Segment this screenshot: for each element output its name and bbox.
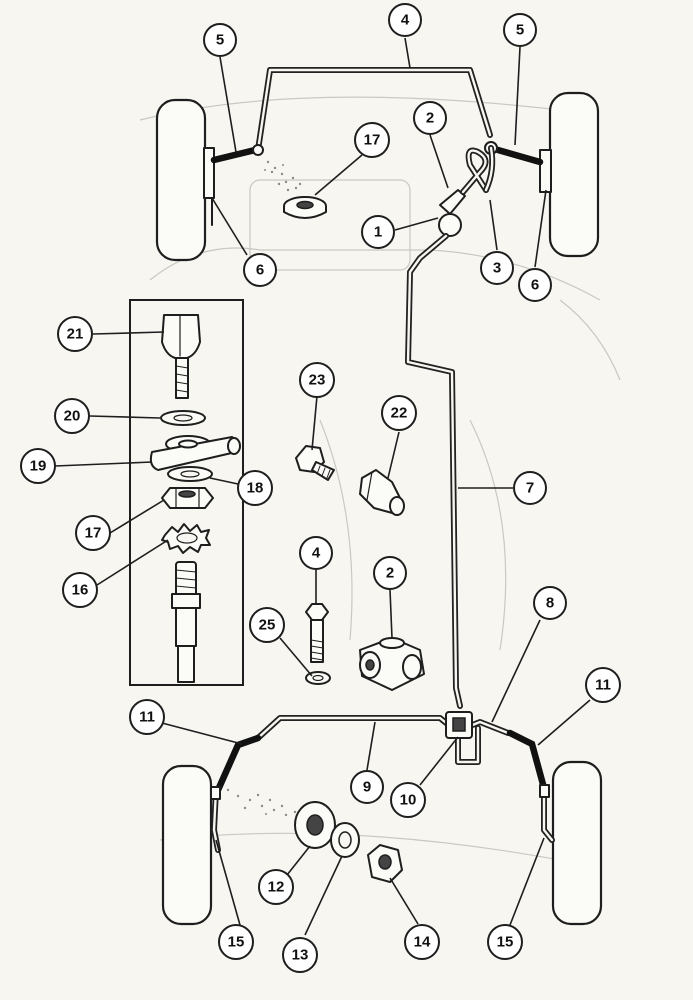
spray-rear xyxy=(226,788,297,817)
svg-text:14: 14 xyxy=(414,934,431,951)
svg-text:4: 4 xyxy=(401,12,410,29)
svg-text:3: 3 xyxy=(493,260,501,277)
svg-text:15: 15 xyxy=(228,934,245,951)
washer-13 xyxy=(330,822,360,858)
callout-5: 5 xyxy=(203,23,237,57)
part-2-four-way-union xyxy=(359,637,425,691)
callout-4: 4 xyxy=(299,536,333,570)
pressure-regulator xyxy=(445,711,473,739)
front-right-hose xyxy=(494,146,544,166)
nut-17-front xyxy=(283,196,327,219)
main-pipe xyxy=(405,233,463,709)
callout-18: 18 xyxy=(237,470,273,506)
nut-14 xyxy=(367,844,403,883)
svg-text:20: 20 xyxy=(64,408,81,425)
front-right-wheel xyxy=(539,91,600,258)
leader-lines xyxy=(54,37,591,936)
svg-text:15: 15 xyxy=(497,934,514,951)
part-23-bolt xyxy=(295,445,335,481)
svg-text:23: 23 xyxy=(309,372,326,389)
svg-text:6: 6 xyxy=(256,262,264,279)
svg-text:2: 2 xyxy=(386,565,394,582)
callout-22: 22 xyxy=(381,395,417,431)
svg-text:6: 6 xyxy=(531,277,539,294)
rear-left-wheel xyxy=(161,764,213,926)
svg-text:13: 13 xyxy=(292,947,309,964)
callout-12: 12 xyxy=(258,869,294,905)
svg-text:17: 17 xyxy=(85,525,102,542)
part-20-washer xyxy=(160,410,206,426)
callout-20: 20 xyxy=(54,398,90,434)
callout-5: 5 xyxy=(503,13,537,47)
svg-text:7: 7 xyxy=(526,480,534,497)
part-17-nut xyxy=(161,487,214,509)
callout-15: 15 xyxy=(487,924,523,960)
svg-text:11: 11 xyxy=(595,677,611,694)
callout-23: 23 xyxy=(299,362,335,398)
callout-3: 3 xyxy=(480,251,514,285)
callout-17: 17 xyxy=(75,515,111,551)
svg-text:9: 9 xyxy=(363,779,371,796)
svg-text:11: 11 xyxy=(139,709,155,726)
rear-left-hose xyxy=(214,734,262,794)
svg-text:1: 1 xyxy=(374,224,382,241)
part-16-star-washer xyxy=(161,523,211,554)
svg-text:12: 12 xyxy=(268,879,285,896)
callout-2: 2 xyxy=(413,101,447,135)
callout-1: 1 xyxy=(361,215,395,249)
part-18-washer xyxy=(167,466,213,482)
rear-right-hose xyxy=(506,729,548,792)
part-22-union-nut xyxy=(359,469,405,516)
callout-6: 6 xyxy=(243,253,277,287)
spray-front xyxy=(264,160,302,192)
svg-text:25: 25 xyxy=(259,617,276,634)
callout-15: 15 xyxy=(218,924,254,960)
callout-21: 21 xyxy=(57,316,93,352)
svg-text:21: 21 xyxy=(67,326,84,343)
front-cross-pipe xyxy=(255,67,493,153)
callout-13: 13 xyxy=(282,937,318,973)
callout-11: 11 xyxy=(585,667,621,703)
callout-8: 8 xyxy=(533,586,567,620)
callout-14: 14 xyxy=(404,924,440,960)
front-left-union xyxy=(252,144,264,156)
callout-16: 16 xyxy=(62,572,98,608)
callout-19: 19 xyxy=(20,448,56,484)
callout-25: 25 xyxy=(249,607,285,643)
svg-text:4: 4 xyxy=(312,545,321,562)
master-cylinder-tee xyxy=(438,145,496,237)
svg-text:22: 22 xyxy=(391,405,408,422)
svg-text:18: 18 xyxy=(247,480,264,497)
part-4-bolt xyxy=(305,603,329,663)
svg-text:2: 2 xyxy=(426,110,434,127)
callout-2: 2 xyxy=(373,556,407,590)
svg-text:17: 17 xyxy=(364,132,381,149)
part-21-connector xyxy=(161,314,201,399)
callout-10: 10 xyxy=(390,782,426,818)
callout-9: 9 xyxy=(350,770,384,804)
front-left-hose xyxy=(210,146,259,164)
threaded-pipe-end xyxy=(171,561,201,683)
svg-text:5: 5 xyxy=(516,22,524,39)
svg-text:19: 19 xyxy=(30,458,47,475)
svg-text:16: 16 xyxy=(72,582,89,599)
svg-text:8: 8 xyxy=(546,595,554,612)
callout-7: 7 xyxy=(513,471,547,505)
part-19-banjo xyxy=(149,435,241,471)
callout-6: 6 xyxy=(518,268,552,302)
front-left-wheel xyxy=(155,98,215,262)
callout-17: 17 xyxy=(354,122,390,158)
callout-4: 4 xyxy=(388,3,422,37)
rear-right-wheel xyxy=(551,760,603,926)
nut-12 xyxy=(294,801,336,849)
svg-text:5: 5 xyxy=(216,32,224,49)
svg-text:10: 10 xyxy=(400,792,417,809)
callout-11: 11 xyxy=(129,699,165,735)
